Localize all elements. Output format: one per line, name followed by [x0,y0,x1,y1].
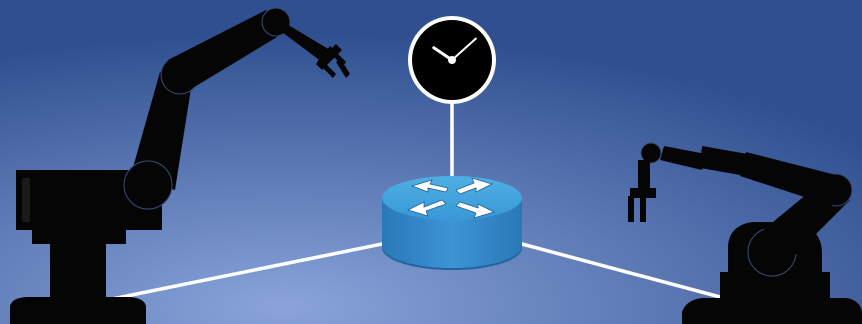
router-top [382,176,522,220]
clock-icon [410,18,494,102]
left-robot-column [50,240,106,298]
right-robot-gripper-stem [638,160,650,190]
right-robot-finger-left [628,196,634,222]
left-robot-base [10,297,146,324]
router-icon [382,176,522,270]
right-robot-finger-right [640,196,646,222]
left-robot-housing-panel [22,178,30,222]
right-robot-base [682,298,862,324]
clock-center-pin [448,56,456,64]
